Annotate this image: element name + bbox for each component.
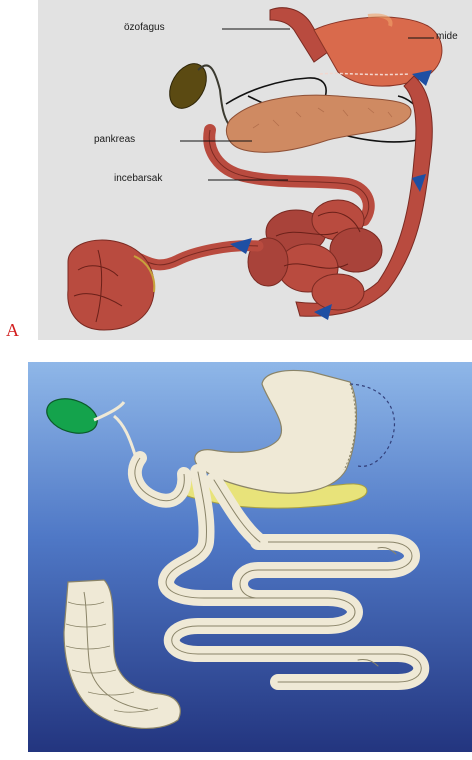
label-pancreas: pankreas <box>94 134 135 145</box>
panel-letter-a: A <box>6 320 19 341</box>
label-small-intestine: incebarsak <box>114 173 162 184</box>
panel-a-anatomy-drawing <box>38 0 472 340</box>
panel-b-anatomy-drawing <box>28 362 472 752</box>
panel-a-illustration: özofagus mide pankreas incebarsak <box>38 0 472 340</box>
label-stomach: mide <box>436 31 458 42</box>
panel-b-illustration <box>28 362 472 752</box>
label-esophagus: özofagus <box>124 22 165 33</box>
pancreas-shape <box>226 95 411 152</box>
small-intestine-coils <box>248 200 382 310</box>
